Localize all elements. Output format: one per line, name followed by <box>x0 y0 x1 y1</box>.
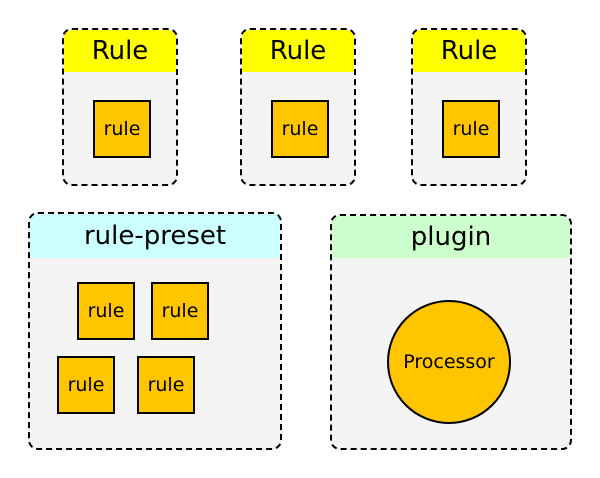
rule-group-header: Rule <box>413 30 525 72</box>
rule-group-2: Rule rule <box>240 28 356 186</box>
rule-preset-group: rule-preset rule rule rule rule <box>28 212 282 450</box>
plugin-title: plugin <box>410 222 492 252</box>
rule-preset-header: rule-preset <box>30 214 280 258</box>
rule-group-header: Rule <box>64 30 176 72</box>
rule-preset-title: rule-preset <box>83 221 227 251</box>
rule-group-3: Rule rule <box>411 28 527 186</box>
rule-group-title: Rule <box>269 36 327 66</box>
preset-rule-item: rule <box>137 356 195 414</box>
preset-rule-item: rule <box>77 282 135 340</box>
plugin-group: plugin Processor <box>330 214 572 450</box>
rule-group-title: Rule <box>91 36 149 66</box>
rule-item: rule <box>442 100 500 158</box>
rule-group-1: Rule rule <box>62 28 178 186</box>
rule-item: rule <box>271 100 329 158</box>
rule-item: rule <box>93 100 151 158</box>
plugin-header: plugin <box>332 216 570 258</box>
rule-group-title: Rule <box>440 36 498 66</box>
preset-rule-item: rule <box>57 356 115 414</box>
processor-circle: Processor <box>387 300 511 424</box>
rule-group-header: Rule <box>242 30 354 72</box>
preset-rule-item: rule <box>151 282 209 340</box>
